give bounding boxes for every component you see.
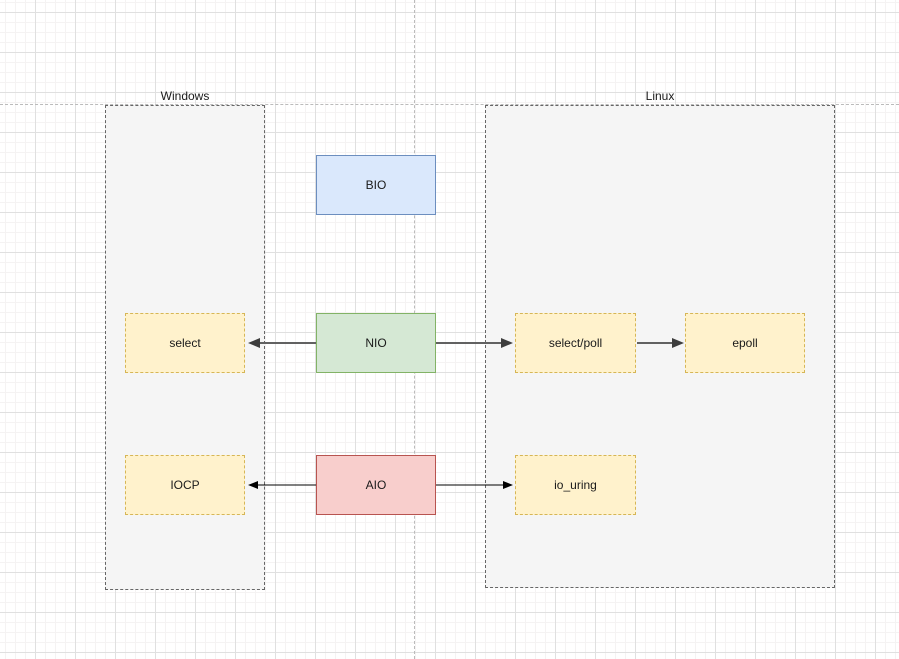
node-label-select: select — [169, 336, 201, 350]
node-label-nio: NIO — [365, 336, 387, 350]
horizontal-guide — [0, 104, 899, 105]
arrowhead-nio-to-select-poll — [501, 338, 513, 348]
edge-nio-to-select[interactable] — [248, 338, 316, 348]
node-bio[interactable]: BIO — [316, 155, 436, 215]
node-epoll[interactable]: epoll — [685, 313, 805, 373]
edge-nio-to-select-poll[interactable] — [436, 338, 513, 348]
node-select[interactable]: select — [125, 313, 245, 373]
node-label-select-poll: select/poll — [548, 336, 603, 350]
node-label-bio: BIO — [365, 178, 387, 192]
node-select-poll[interactable]: select/poll — [515, 313, 636, 373]
edge-aio-to-io-uring[interactable] — [436, 481, 513, 489]
arrowhead-aio-to-io-uring — [503, 481, 513, 489]
arrowhead-select-poll-to-epoll — [672, 338, 684, 348]
node-label-io-uring: io_uring — [554, 478, 597, 492]
node-label-aio: AIO — [365, 478, 387, 492]
container-label-windows: Windows — [160, 89, 210, 103]
edge-aio-to-iocp[interactable] — [248, 481, 316, 489]
node-nio[interactable]: NIO — [316, 313, 436, 373]
node-label-iocp: IOCP — [170, 478, 200, 492]
node-io-uring[interactable]: io_uring — [515, 455, 636, 515]
edge-select-poll-to-epoll[interactable] — [637, 338, 684, 348]
node-label-epoll: epoll — [732, 336, 758, 350]
container-label-linux: Linux — [645, 89, 675, 103]
node-aio[interactable]: AIO — [316, 455, 436, 515]
arrowhead-aio-to-iocp — [248, 481, 258, 489]
node-iocp[interactable]: IOCP — [125, 455, 245, 515]
arrowhead-nio-to-select — [248, 338, 260, 348]
